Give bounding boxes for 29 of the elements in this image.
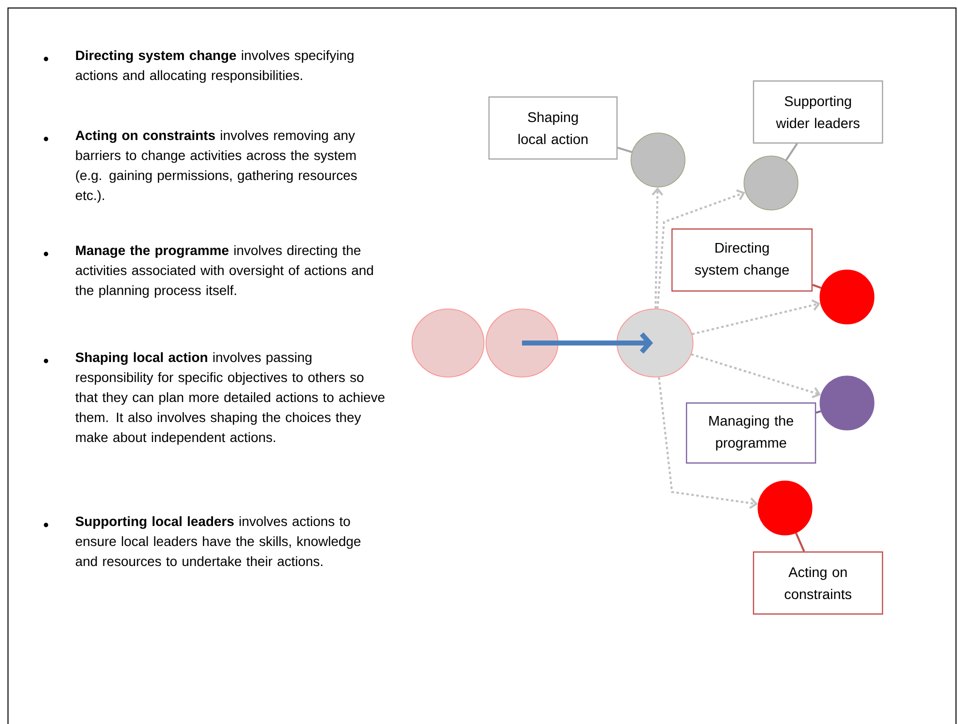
label-box: Shaping local action — [488, 96, 618, 160]
circle — [486, 308, 558, 378]
label-box: Supporting wider leaders — [752, 80, 884, 144]
bullet-text: Acting on constraints involves removing any barriers to change activities across the system (e.g. gaining permissions, gathering resources etc.). — [76, 130, 357, 203]
circle — [630, 132, 686, 188]
circle — [412, 308, 484, 378]
leader-line — [816, 410, 822, 414]
arrow — [652, 187, 664, 309]
circle — [616, 308, 694, 378]
bullet-text: Directing system change involves specifying actions and allocating responsibilities. — [76, 50, 354, 83]
label-box: Acting on constraints — [752, 551, 884, 615]
circle — [820, 376, 874, 430]
arrow — [658, 377, 758, 509]
arrow — [522, 332, 654, 354]
bullet-text: Supporting local leaders involves actions to ensure local leaders have the skills, knowledge and resources to undertake their actions. — [76, 516, 360, 566]
label-box: Managing the programme — [686, 402, 816, 464]
arrow — [690, 353, 821, 398]
leader-line — [795, 532, 806, 552]
leader-line — [812, 284, 822, 289]
arrow — [692, 299, 820, 336]
arrow — [656, 189, 746, 309]
circle — [744, 156, 798, 210]
circle — [820, 270, 874, 324]
circle — [758, 480, 812, 536]
bullet-text: Shaping local action involves passing responsibility for specific objectives to others so that they can plan more detailed actions to achieve them. It also involves shaping the choices they make about independent actions. — [75, 352, 384, 445]
bullet-text: Manage the programme involves directing the activities associated with oversight of actions and the planning process itself. — [75, 245, 373, 298]
leader-line — [785, 143, 798, 161]
leader-line — [617, 146, 632, 153]
label-box: Directing system change — [671, 228, 813, 292]
